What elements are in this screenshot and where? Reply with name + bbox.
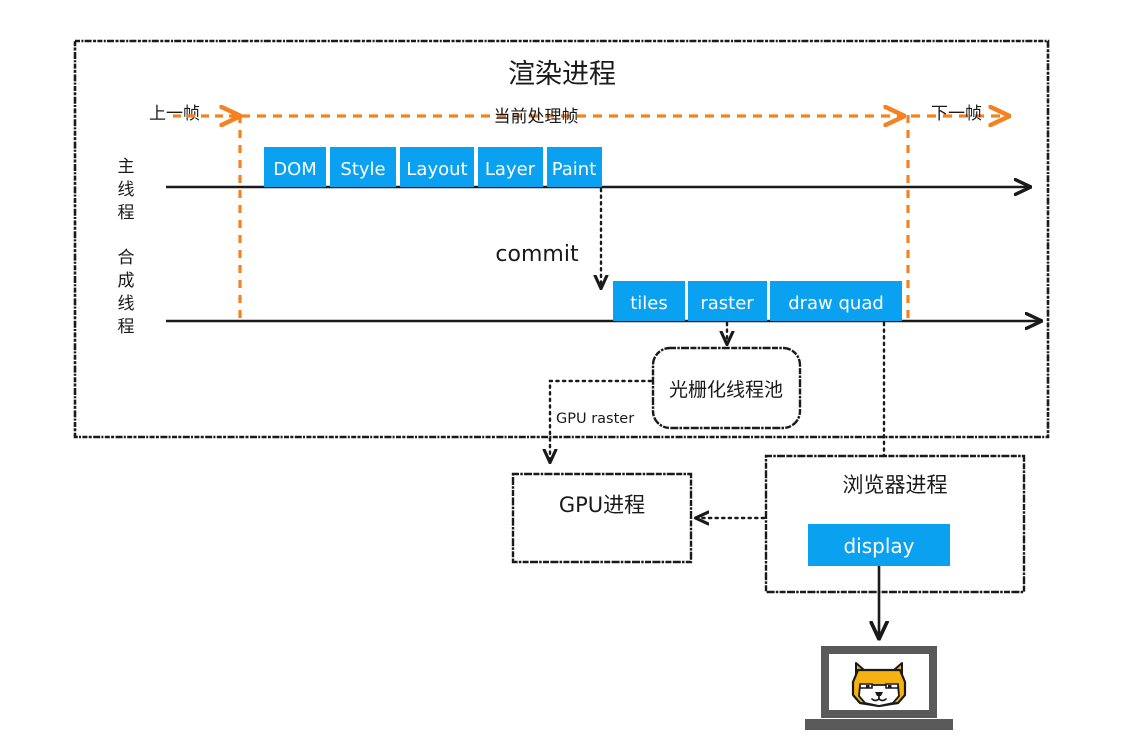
main-thread-char-2: 程	[118, 203, 135, 223]
display-box-label: display	[843, 534, 914, 558]
compositor-stage-raster-label: raster	[700, 293, 754, 314]
compositor-stage-draw-quad-label: draw quad	[788, 293, 884, 314]
main-thread-stage-paint[interactable]: Paint	[547, 147, 602, 187]
lane-label-main-thread: 主 线 程	[118, 157, 135, 223]
compositor-stage-tiles-label: tiles	[630, 293, 668, 314]
main-thread-char-1: 线	[118, 180, 135, 200]
lane-label-compositor-thread: 合 成 线 程	[118, 248, 135, 337]
compositor-thread-char-2: 线	[118, 294, 135, 314]
main-thread-stage-style-label: Style	[340, 159, 385, 180]
main-thread-stage-layer-label: Layer	[485, 159, 536, 180]
compositor-thread-char-1: 成	[118, 271, 135, 291]
compositor-stage-draw-quad[interactable]: draw quad	[770, 281, 902, 321]
compositor-stage-tiles[interactable]: tiles	[613, 281, 685, 321]
gpu-raster-connector	[550, 379, 653, 462]
current-frame-label: 当前处理帧	[494, 107, 579, 127]
laptop-illustration	[805, 646, 953, 730]
doge-icon	[851, 662, 907, 708]
compositor-thread-char-3: 程	[118, 317, 135, 337]
rasterization-thread-pool-box	[651, 346, 802, 430]
next-frame-label: 下一帧	[931, 104, 982, 124]
prev-frame-label: 上一帧	[149, 104, 200, 124]
main-thread-stage-layout[interactable]: Layout	[400, 147, 474, 187]
compositor-thread-char-0: 合	[118, 248, 135, 268]
renderer-process-container	[73, 39, 1050, 439]
main-thread-stage-layout-label: Layout	[406, 159, 467, 180]
commit-label: commit	[495, 242, 579, 267]
compositor-stage-raster[interactable]: raster	[688, 281, 767, 321]
browser-process-label: 浏览器进程	[843, 473, 948, 497]
renderer-process-title: 渲染进程	[508, 59, 616, 90]
rasterization-thread-pool-label: 光栅化线程池	[669, 379, 783, 401]
main-thread-stage-dom[interactable]: DOM	[264, 147, 326, 187]
main-thread-stage-style[interactable]: Style	[330, 147, 396, 187]
main-thread-char-0: 主	[118, 157, 135, 177]
gpu-process-label: GPU进程	[559, 493, 645, 517]
display-box[interactable]: display	[808, 524, 950, 566]
gpu-process-box	[511, 472, 693, 564]
gpu-raster-label: GPU raster	[556, 411, 634, 427]
main-thread-stage-dom-label: DOM	[273, 159, 317, 180]
main-thread-stage-paint-label: Paint	[552, 159, 597, 180]
main-thread-stage-layer[interactable]: Layer	[478, 147, 543, 187]
